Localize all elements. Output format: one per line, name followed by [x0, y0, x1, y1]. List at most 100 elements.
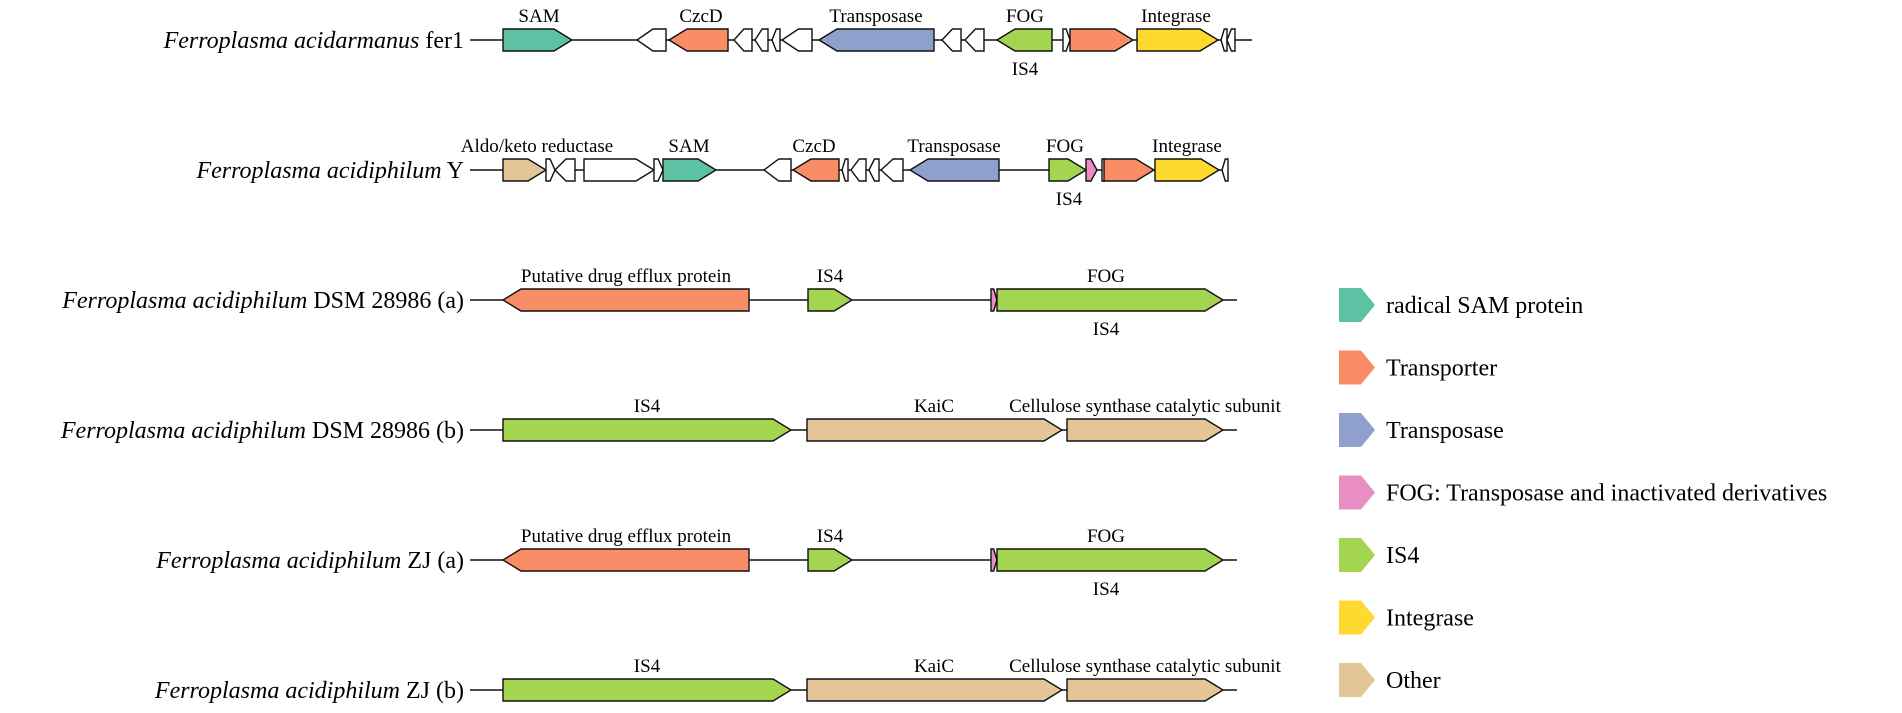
legend-swatch: [1339, 288, 1375, 322]
gene-arrow-blank: [762, 158, 792, 182]
gene-label-below: IS4: [1093, 319, 1120, 340]
legend-swatch: [1339, 475, 1375, 510]
gene-arrow-integrase: [1154, 158, 1221, 182]
gene-label: Transposase: [829, 6, 922, 27]
gene-arrow-fog: [1085, 158, 1098, 182]
gene-label: Putative drug efflux protein: [521, 526, 732, 547]
gene-arrow-is4: [807, 548, 854, 572]
gene-label: Transposase: [907, 136, 1000, 157]
gene-arrow-radical-sam: [502, 28, 574, 52]
gene-arrow-blank: [1221, 158, 1229, 182]
gene-arrow-blank: [733, 28, 753, 52]
legend-item-integrase: Integrase: [1339, 600, 1474, 635]
gene-arrow-is4: [807, 288, 854, 312]
gene-arrow-is4: [502, 418, 793, 442]
track-label: Ferroplasma acidiphilum DSM 28986 (b): [60, 418, 464, 444]
gene-arrow-blank: [964, 28, 985, 52]
strain-name: DSM 28986 (b): [306, 418, 464, 444]
legend-label: Transposase: [1386, 418, 1504, 444]
gene-label: CzcD: [679, 6, 722, 27]
species-name: Ferroplasma acidiphilum: [60, 418, 306, 444]
gene-label: SAM: [668, 136, 709, 157]
gene-arrow-blank: [879, 158, 904, 182]
gene-arrow-transporter: [667, 28, 729, 52]
gene-label: Integrase: [1152, 136, 1222, 157]
gene-arrow-transporter: [501, 548, 750, 572]
gene-arrow-transporter: [1103, 158, 1156, 182]
gene-arrow-blank: [771, 28, 781, 52]
gene-label: IS4: [634, 656, 661, 677]
legend-swatch: [1339, 663, 1375, 697]
strain-name: fer1: [419, 28, 464, 54]
gene-arrow-blank: [1226, 28, 1236, 52]
legend-swatch: [1339, 350, 1375, 385]
gene-arrow-other: [1066, 418, 1225, 442]
legend: radical SAM proteinTransporterTransposas…: [1339, 288, 1827, 697]
legend-label: Other: [1386, 668, 1441, 694]
gene-arrow-is4: [996, 288, 1225, 312]
legend-label: Transporter: [1386, 356, 1497, 382]
gene-label-below: IS4: [1012, 59, 1039, 80]
gene-arrow-fog: [990, 548, 998, 572]
gene-arrow-blank: [635, 28, 667, 52]
gene-arrow-blank: [754, 28, 769, 52]
gene-label: FOG: [1046, 136, 1084, 157]
gene-arrow-radical-sam: [662, 158, 718, 182]
legend-swatch: [1339, 600, 1375, 635]
gene-arrow-transporter: [501, 288, 750, 312]
track-label: Ferroplasma acidiphilum ZJ (b): [154, 678, 464, 704]
gene-label: Integrase: [1141, 6, 1211, 27]
gene-arrow-blank: [841, 158, 849, 182]
gene-arrow-is4: [995, 28, 1053, 52]
gene-label: IS4: [634, 396, 661, 417]
gene-arrow-blank: [1220, 28, 1228, 52]
gene-label: IS4: [817, 266, 844, 287]
gene-arrow-blank: [850, 158, 867, 182]
legend-item-is4: IS4: [1339, 538, 1419, 572]
gene-label: SAM: [518, 6, 559, 27]
gene-arrow-blank: [868, 158, 880, 182]
strain-name: DSM 28986 (a): [307, 288, 464, 314]
gene-arrow-other: [806, 678, 1064, 702]
gene-arrow-blank: [545, 158, 556, 182]
legend-label: IS4: [1386, 543, 1419, 569]
legend-label: Integrase: [1386, 606, 1474, 632]
gene-arrow-transporter: [791, 158, 840, 182]
track-label: Ferroplasma acidiphilum DSM 28986 (a): [61, 288, 464, 314]
legend-swatch: [1339, 413, 1375, 447]
track-1: Ferroplasma acidarmanus fer1 SAM CzcD Trans…: [163, 6, 1252, 80]
gene-arrow-is4: [502, 678, 793, 702]
legend-item-transporter: Transporter: [1339, 350, 1497, 385]
gene-arrow-blank: [780, 28, 813, 52]
gene-arrow-is4: [1048, 158, 1088, 182]
gene-arrow-other: [502, 158, 548, 182]
track-label: Ferroplasma acidiphilum ZJ (a): [155, 548, 464, 574]
legend-item-fog: FOG: Transposase and inactivated derivat…: [1339, 475, 1827, 510]
species-name: Ferroplasma acidarmanus: [163, 28, 420, 54]
legend-label: FOG: Transposase and inactivated derivat…: [1386, 481, 1827, 507]
legend-item-other: Other: [1339, 663, 1441, 697]
gene-arrow-blank: [653, 158, 664, 182]
gene-arrow-other: [1066, 678, 1225, 702]
gene-arrow-blank: [583, 158, 656, 182]
track-3: Ferroplasma acidiphilum DSM 28986 (a)Put…: [61, 266, 1237, 340]
strain-name: ZJ (a): [401, 548, 464, 574]
track-label: Ferroplasma acidiphilum Y: [195, 158, 464, 184]
gene-arrow-transporter: [1069, 28, 1135, 52]
species-name: Ferroplasma acidiphilum: [61, 288, 307, 314]
legend-swatch: [1339, 538, 1375, 572]
strain-name: ZJ (b): [400, 678, 464, 704]
track-5: Ferroplasma acidiphilum ZJ (a) Putative d…: [155, 526, 1237, 600]
track-label: Ferroplasma acidarmanus fer1: [163, 28, 464, 54]
gene-label: Cellulose synthase catalytic subunit: [1009, 656, 1281, 677]
track-4: Ferroplasma acidiphilum DSM 28986 (b) IS4…: [60, 396, 1282, 444]
gene-label: Aldo/keto reductase: [461, 136, 613, 157]
species-name: Ferroplasma acidiphilum: [155, 548, 401, 574]
gene-arrow-fog: [990, 288, 998, 312]
legend-item-radical-sam: radical SAM protein: [1339, 288, 1583, 322]
strain-name: Y: [442, 158, 464, 184]
species-name: Ferroplasma acidiphilum: [195, 158, 441, 184]
